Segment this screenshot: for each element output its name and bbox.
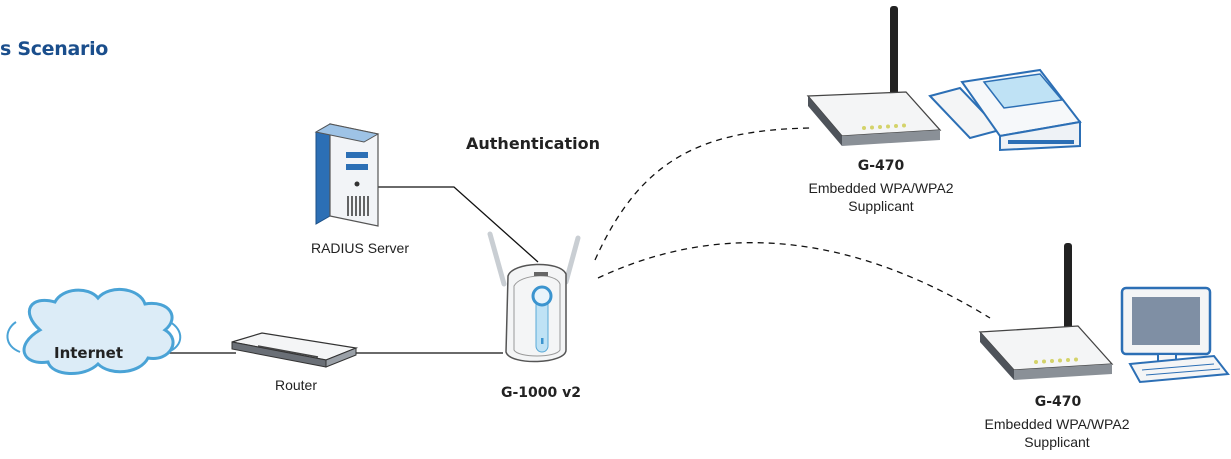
client-adapter-bottom-icon	[978, 243, 1114, 380]
access-point-icon	[487, 231, 581, 363]
client-bottom-desc-line2: Supplicant	[1024, 434, 1090, 450]
client-top-model-label: G-470	[857, 158, 905, 174]
wireless-link-bottom	[597, 242, 991, 319]
access-point-label: G-1000 v2	[500, 385, 581, 401]
router-label: Router	[274, 377, 318, 393]
wireless-link-top	[594, 127, 811, 261]
links	[168, 127, 991, 354]
radius-server-label: RADIUS Server	[310, 240, 410, 256]
client-bottom-desc-line1: Embedded WPA/WPA2	[984, 416, 1130, 432]
link-radius-ap	[378, 186, 539, 263]
client-adapter-top-icon	[806, 6, 942, 146]
client-top-desc-line1: Embedded WPA/WPA2	[808, 180, 954, 196]
server-icon	[314, 123, 380, 227]
computer-icon	[1120, 286, 1230, 384]
printer-icon	[928, 68, 1082, 152]
router-icon	[231, 332, 359, 368]
authentication-label: Authentication	[466, 134, 600, 153]
client-bottom-model-label: G-470	[1034, 394, 1082, 410]
client-top-desc-line2: Supplicant	[848, 198, 914, 214]
internet-label: Internet	[54, 344, 124, 362]
internet-cloud-icon	[6, 287, 182, 376]
diagram-title: s Scenario	[0, 38, 109, 60]
